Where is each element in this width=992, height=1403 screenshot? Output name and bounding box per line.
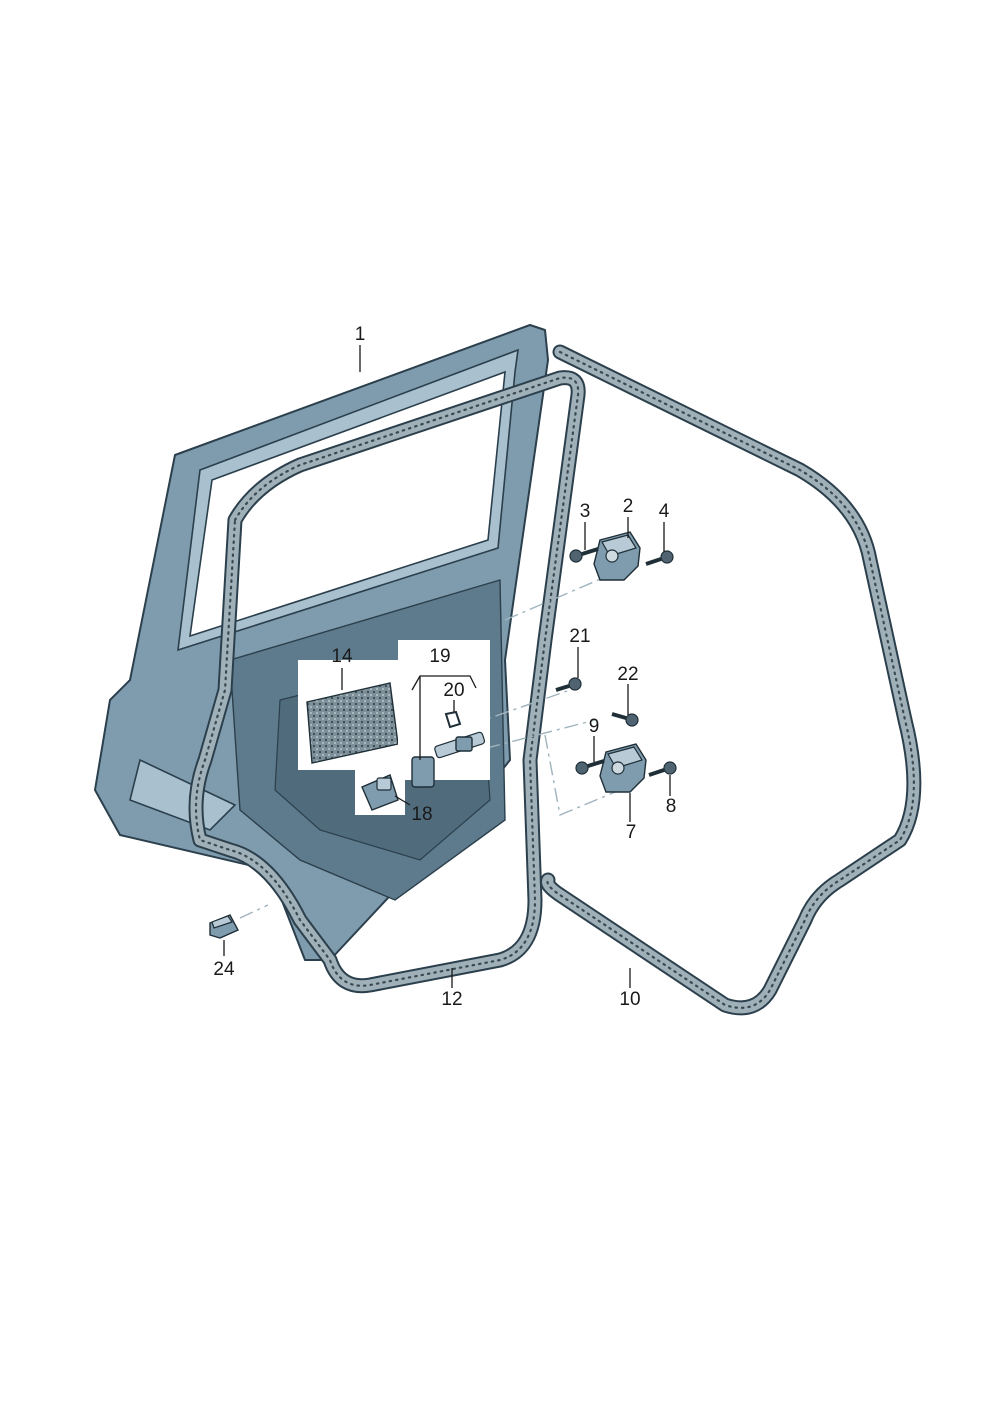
bolt-9: [575, 759, 605, 775]
callout-14: 14: [331, 646, 353, 667]
callout-1: 1: [355, 324, 366, 345]
bolt-8: [648, 761, 677, 777]
callout-9: 9: [589, 716, 600, 737]
bolt-3: [569, 547, 599, 563]
callout-10: 10: [619, 989, 640, 1010]
callout-18: 18: [411, 804, 432, 825]
callout-labels: 1 2 3 4 21 22 9 8 7 14 19 20 18 12 10 24: [213, 324, 676, 1010]
callout-8: 8: [666, 796, 677, 817]
body-opening-seal: [540, 344, 922, 1016]
bolt-21: [555, 677, 582, 692]
inner-door-seal: [188, 370, 586, 994]
callout-20: 20: [443, 680, 464, 701]
insulation-pad: [298, 660, 403, 770]
cap-24: [209, 914, 239, 939]
upper-hinge: [569, 531, 674, 581]
bolt-22: [611, 712, 639, 727]
callout-2: 2: [623, 496, 634, 517]
callout-19: 19: [429, 646, 450, 667]
bolt-4: [645, 550, 674, 566]
alignment-lines: [239, 574, 621, 919]
callout-22: 22: [617, 664, 638, 685]
callout-7: 7: [626, 822, 637, 843]
callout-24: 24: [213, 959, 235, 980]
leader-lines: [223, 345, 671, 988]
callout-3: 3: [580, 501, 591, 522]
callout-21: 21: [569, 626, 590, 647]
lower-hinge: [575, 743, 677, 793]
callout-4: 4: [659, 501, 670, 522]
door-check-assembly: [355, 640, 490, 815]
callout-12: 12: [441, 989, 462, 1010]
